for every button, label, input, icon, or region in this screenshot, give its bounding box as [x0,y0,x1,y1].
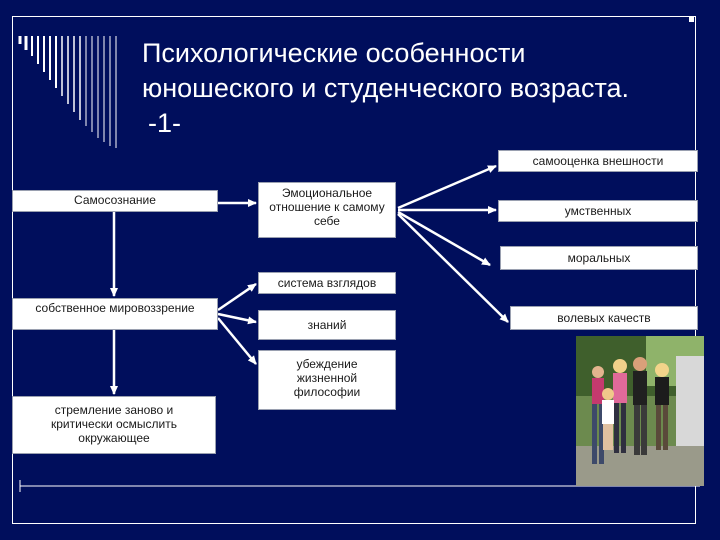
arrow-emotional-to-moral [397,210,491,267]
group-photo-image [576,336,704,486]
mental-box: умственных [498,200,698,222]
volitional-box: волевых качеств [510,306,698,330]
knowledge-box: знаний [258,310,396,340]
slide-title: Психологические особенности юношеского и… [142,36,702,141]
arrow-worldview-to-views [217,282,257,312]
worldview-box: собственное мировоззрение [12,298,218,330]
arrow-worldview-to-knowledge [217,312,257,325]
self-awareness-box: Самосознание [12,190,218,212]
title-line-3: -1- [148,108,181,138]
moral-box: моральных [500,246,698,270]
group-photo [576,336,704,486]
appearance-esteem-box: самооценка внешности [498,150,698,172]
title-line-1: Психологические особенности [142,38,526,68]
emotional-attitude-box: Эмоциональное отношение к самому себе [258,182,396,238]
slide-frame [12,16,696,524]
arrow-emotional-to-volitional [397,213,509,323]
arrow-emotional-to-appearance [397,164,497,210]
title-line-2: юношеского и студенческого возраста. [142,73,630,103]
rethink-box: стремление заново и критически осмыслить… [12,396,216,454]
views-system-box: система взглядов [258,272,396,294]
arrow-worldview-to-philosophy [217,317,257,365]
life-philosophy-box: убеждение жизненной философии [258,350,396,410]
